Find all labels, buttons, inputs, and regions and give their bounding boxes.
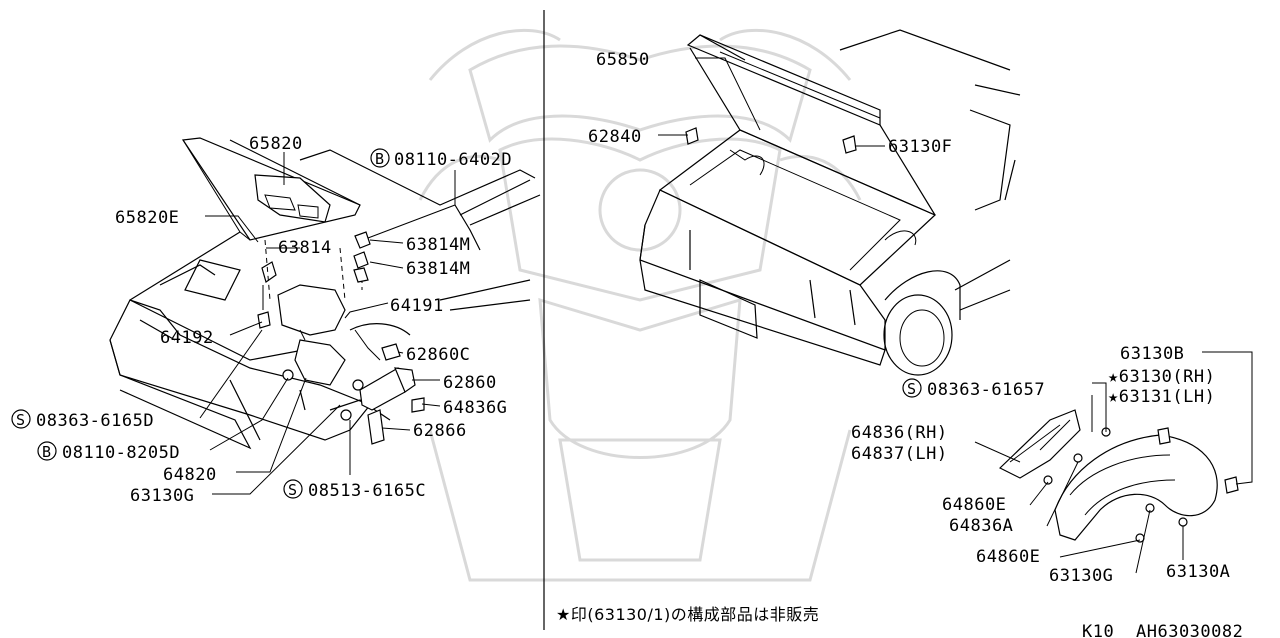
bolt-marker-icon [370, 148, 390, 168]
screw-marker-icon [11, 409, 31, 429]
label-08513-6165C: 08513-6165C [308, 481, 426, 501]
label-63131-LH: ★63131(LH) [1108, 387, 1215, 407]
leader-lines-left [199, 152, 456, 495]
samurai-helmet-watermark-icon [418, 28, 862, 582]
non-sale-footnote: ★印(63130/1)の構成部品は非販売 [556, 605, 819, 624]
diagram-code: AH63030082 [1136, 622, 1243, 638]
label-63814M-upper: 63814M [406, 235, 470, 255]
bolt-marker-icon [37, 441, 57, 461]
wheel-house-liner-drawing [998, 409, 1239, 543]
label-64837-LH: 64837(LH) [851, 444, 948, 464]
rear-car-drawing [639, 29, 1021, 376]
front-car-drawing [109, 137, 541, 450]
model-code: K10 [1082, 622, 1114, 638]
label-64192: 64192 [160, 328, 214, 348]
label-08363-61657: 08363-61657 [927, 380, 1045, 400]
screw-marker-icon [902, 378, 922, 398]
label-65850: 65850 [596, 50, 650, 70]
label-63130G-left: 63130G [130, 486, 194, 506]
screw-marker: S [16, 411, 26, 429]
label-63130B: 63130B [1120, 344, 1184, 364]
label-62860C: 62860C [406, 345, 470, 365]
label-64860E-upper: 64860E [942, 495, 1006, 515]
label-63814M-lower: 63814M [406, 259, 470, 279]
label-65820E: 65820E [115, 208, 179, 228]
leader-lines-right [658, 57, 1253, 574]
label-62840: 62840 [588, 127, 642, 147]
screw-marker: S [907, 380, 917, 398]
label-08363-6165D: 08363-6165D [36, 411, 154, 431]
label-64860E-lower: 64860E [976, 547, 1040, 567]
bolt-marker: B [42, 443, 52, 461]
label-63130F: 63130F [888, 137, 952, 157]
label-64820: 64820 [163, 465, 217, 485]
label-64836-RH: 64836(RH) [851, 423, 948, 443]
label-63130G-right: 63130G [1049, 566, 1113, 586]
label-65820: 65820 [249, 134, 303, 154]
label-63130A: 63130A [1166, 562, 1230, 582]
label-64836A: 64836A [949, 516, 1013, 536]
label-08110-8205D: 08110-8205D [62, 443, 180, 463]
label-62860: 62860 [443, 373, 497, 393]
label-62866: 62866 [413, 421, 467, 441]
label-63814: 63814 [278, 238, 332, 258]
label-08110-6402D: 08110-6402D [394, 150, 512, 170]
screw-marker: S [288, 481, 298, 499]
screw-marker-icon [283, 479, 303, 499]
bolt-marker: B [375, 150, 385, 168]
label-64836G: 64836G [443, 398, 507, 418]
label-63130-RH: ★63130(RH) [1108, 367, 1215, 387]
label-64191: 64191 [390, 296, 444, 316]
